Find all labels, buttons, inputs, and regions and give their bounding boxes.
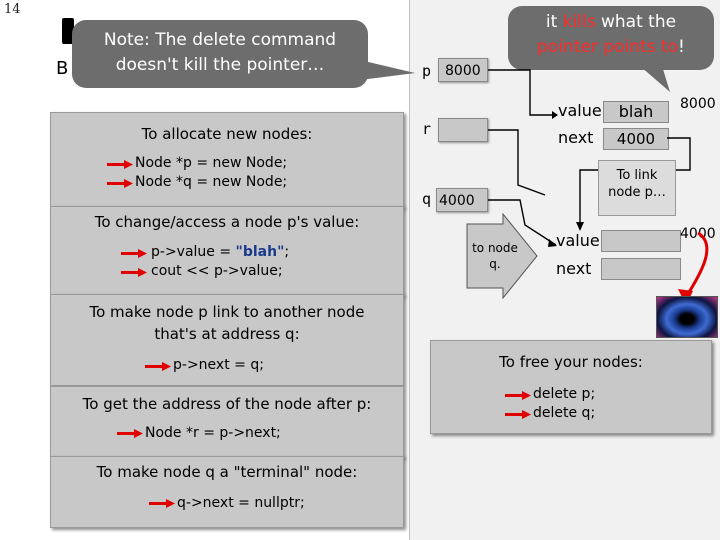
node1-value-box: blah: [603, 101, 669, 123]
access-code-set: p->value = "blah";: [151, 244, 290, 260]
delete-note-callout: Note: The delete command doesn't kill th…: [72, 20, 368, 88]
free-code-p: delete p;: [533, 386, 596, 402]
link-panel: To make node p link to another node that…: [50, 294, 404, 386]
terminal-title: To make node q a "terminal" node:: [96, 463, 358, 481]
link-note: To link node p…: [598, 160, 676, 216]
callout-line-1: Note: The delete command: [103, 30, 337, 50]
slide-number: 14: [4, 2, 21, 17]
link-title-2: that's at address q:: [154, 325, 300, 343]
red-arrow-icon: [117, 429, 143, 438]
kills-note-callout: it kills what the pointer points to!: [508, 6, 714, 70]
vertical-divider: [409, 0, 410, 540]
callout-line-2: doesn't kill the pointer…: [115, 55, 325, 75]
node1-value-label: value: [558, 101, 602, 120]
red-arrow-icon: [505, 410, 531, 419]
allocate-code-p: Node *p = new Node;: [135, 155, 288, 171]
node1-address: 8000: [680, 96, 716, 112]
node2-next-label: next: [556, 259, 592, 278]
title-fragment-block: [62, 18, 74, 44]
terminal-panel: To make node q a "terminal" node: q->nex…: [50, 456, 404, 528]
red-arrow-icon: [121, 268, 147, 277]
red-arrow-icon: [505, 391, 531, 400]
free-panel: To free your nodes: delete p; delete q;: [430, 340, 712, 434]
terminal-code: q->next = nullptr;: [177, 495, 305, 511]
to-node-q-arrow: [466, 212, 538, 300]
link-title-1: To make node p link to another node: [89, 303, 365, 321]
access-title: To change/access a node p's value:: [94, 213, 360, 231]
black-hole-icon: [656, 296, 718, 338]
node2-value-box: [601, 230, 681, 252]
red-arrow-icon: [107, 160, 133, 169]
allocate-code-q: Node *q = new Node;: [135, 174, 288, 190]
callout-tail: [360, 60, 415, 80]
pointer-q-box: 4000: [436, 188, 488, 212]
node2-value-label: value: [556, 231, 600, 250]
node2-next-box: [601, 258, 681, 280]
node1-next-label: next: [558, 128, 594, 147]
title-fragment: B: [56, 58, 69, 79]
free-title: To free your nodes:: [499, 353, 643, 371]
red-arrow-icon: [145, 362, 171, 371]
red-arrow-icon: [107, 179, 133, 188]
link-code: p->next = q;: [173, 357, 264, 373]
node1-next-box: 4000: [603, 128, 669, 150]
access-panel: To change/access a node p's value: p->va…: [50, 206, 404, 296]
pointer-r-label: r: [422, 120, 432, 138]
pointer-r-box: [438, 118, 488, 142]
red-arrow-icon: [149, 499, 175, 508]
to-node-note: to node q.: [472, 241, 518, 271]
next-code: Node *r = p->next;: [145, 425, 281, 441]
allocate-panel: To allocate new nodes: Node *p = new Nod…: [50, 112, 404, 208]
pointer-p-label: p: [422, 62, 432, 80]
next-title: To get the address of the node after p:: [82, 395, 372, 413]
pointer-q-label: q: [422, 190, 432, 208]
red-arrow-icon: [121, 249, 147, 258]
pointer-p-box: 8000: [438, 58, 488, 82]
access-code-cout: cout << p->value;: [151, 263, 283, 279]
allocate-title: To allocate new nodes:: [141, 125, 313, 143]
callout-right-tail: [640, 66, 670, 92]
free-code-q: delete q;: [533, 405, 596, 421]
